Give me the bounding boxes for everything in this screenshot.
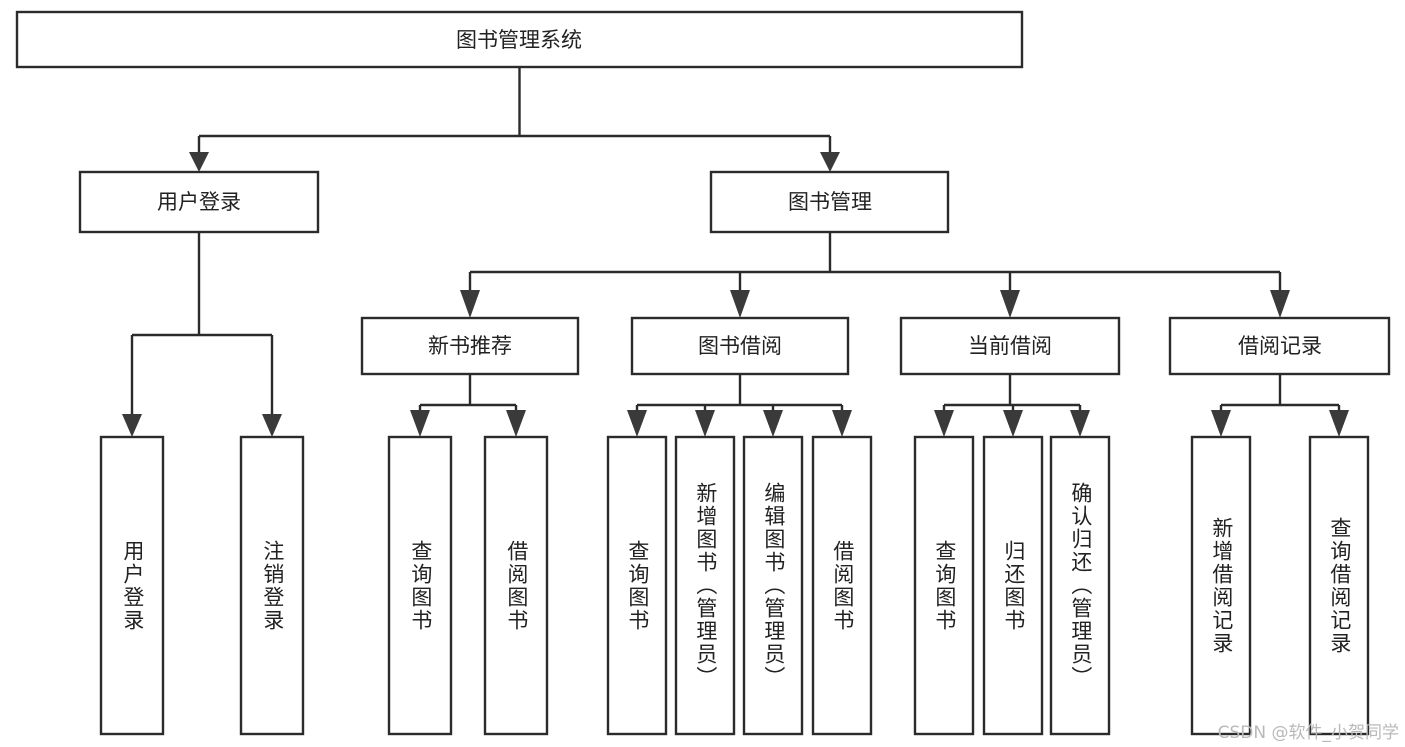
csdn-watermark: CSDN @软件_小贺同学 xyxy=(1217,723,1399,743)
arrowhead-user-login xyxy=(189,152,209,172)
connector-book-borrow-bus xyxy=(635,374,844,420)
node-leaf-edit-book-admin[interactable] xyxy=(742,435,804,736)
arrowhead-leaf-confirm-return xyxy=(1070,410,1090,437)
node-user-login[interactable] xyxy=(78,170,320,234)
arrowhead-borrow-record xyxy=(1270,290,1290,318)
node-leaf-query-borrow-record[interactable] xyxy=(1308,435,1370,736)
node-new-book-recommend[interactable] xyxy=(360,316,580,376)
arrowhead-leaf-query-book-1 xyxy=(410,410,430,437)
node-label-borrow-record: 借阅记录 xyxy=(1238,334,1322,358)
node-leaf-add-book-admin[interactable] xyxy=(674,435,736,736)
node-label-current-borrow: 当前借阅 xyxy=(968,334,1052,358)
node-leaf-return-book[interactable] xyxy=(982,435,1044,736)
node-book-management[interactable] xyxy=(709,170,950,234)
arrowhead-leaf-edit-book xyxy=(763,410,783,437)
connector-user-login-bus xyxy=(130,232,274,425)
connector-new-book-rec-bus xyxy=(418,374,518,420)
node-label-new-book-recommend: 新书推荐 xyxy=(428,334,512,358)
node-leaf-borrow-book[interactable] xyxy=(811,435,873,736)
node-label-book-management-system: 图书管理系统 xyxy=(456,28,582,52)
node-leaf-query-book-current[interactable] xyxy=(913,435,975,736)
connector-root-bus xyxy=(197,67,832,160)
arrowhead-leaf-borrow-book-1 xyxy=(506,410,526,437)
node-label-book-borrow: 图书借阅 xyxy=(698,334,782,358)
arrowhead-book-borrow xyxy=(730,290,750,318)
arrowhead-new-book-rec xyxy=(460,290,480,318)
node-layer: 图书管理系统 用户登录 图书管理 新书推荐 图书借阅 当前借阅 借阅记录 xyxy=(15,10,1391,736)
arrowhead-leaf-user-login xyxy=(122,414,142,437)
node-leaf-user-login[interactable] xyxy=(99,435,165,736)
arrowhead-leaf-add-book xyxy=(695,410,715,437)
node-label-user-login: 用户登录 xyxy=(157,190,241,214)
node-book-borrow[interactable] xyxy=(630,316,850,376)
arrowhead-leaf-query-book-2 xyxy=(627,410,647,437)
arrowhead-leaf-query-record xyxy=(1329,410,1349,437)
arrowhead-leaf-query-book-3 xyxy=(934,410,954,437)
arrowhead-current-borrow xyxy=(1000,290,1020,318)
node-leaf-add-borrow-record[interactable] xyxy=(1190,435,1252,736)
arrowhead-book-manage xyxy=(820,152,840,172)
node-label-book-management: 图书管理 xyxy=(788,190,872,214)
node-leaf-query-book-rec[interactable] xyxy=(387,435,453,736)
node-borrow-record[interactable] xyxy=(1168,316,1391,376)
arrowhead-leaf-logout xyxy=(262,414,282,437)
node-book-management-system[interactable] xyxy=(15,10,1024,69)
connector-book-manage-bus xyxy=(468,232,1282,296)
arrowhead-leaf-borrow-book-2 xyxy=(832,410,852,437)
arrowhead-leaf-add-record xyxy=(1211,410,1231,437)
arrowhead-leaf-return-book xyxy=(1003,410,1023,437)
node-leaf-logout-login[interactable] xyxy=(239,435,305,736)
node-current-borrow[interactable] xyxy=(899,316,1121,376)
node-leaf-query-book-borrow[interactable] xyxy=(606,435,668,736)
node-leaf-borrow-book-rec[interactable] xyxy=(483,435,549,736)
connector-borrow-record-bus xyxy=(1219,374,1341,420)
node-leaf-confirm-return-admin[interactable] xyxy=(1049,435,1111,736)
connector-layer xyxy=(122,67,1349,437)
